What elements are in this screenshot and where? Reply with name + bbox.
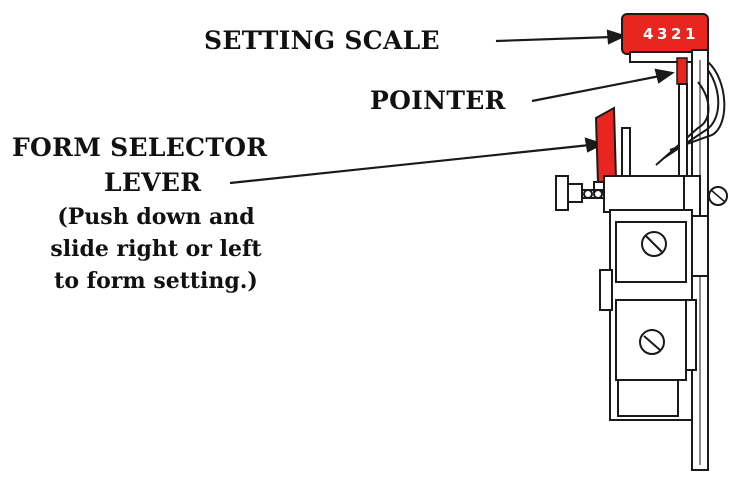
setting-scale-leader [495,35,613,43]
pointer-label: POINTER [370,86,506,115]
setting-scale: 4 3 2 1 [621,13,709,63]
screw-upper [641,231,667,257]
instruction-note-line1: (Push down and [57,204,255,230]
setting-scale-label: SETTING SCALE [204,26,440,55]
form-selector-leader [229,143,591,185]
scale-digit: 3 [657,25,667,43]
leader-lines [229,29,675,185]
form-selector-arrowhead [584,137,605,153]
upper-housing [603,175,728,217]
side-bracket [685,215,709,371]
setting-scale-arrowhead [606,29,628,45]
pointer-leader [531,74,661,103]
form-selector-label-line2: LEVER [104,168,202,197]
scale-digit: 2 [671,25,681,43]
instruction-note-line2: slide right or left [50,236,262,262]
instruction-note-line3: to form setting.) [54,268,258,294]
screw-lower [639,329,665,355]
form-selector-label-line1: FORM SELECTOR [12,133,268,162]
scale-digit: 1 [685,25,695,43]
pointer-arrowhead [654,68,675,84]
scale-digit: 4 [643,25,653,43]
pointer [676,57,688,85]
lever-stud [555,175,612,211]
wires [655,61,726,166]
